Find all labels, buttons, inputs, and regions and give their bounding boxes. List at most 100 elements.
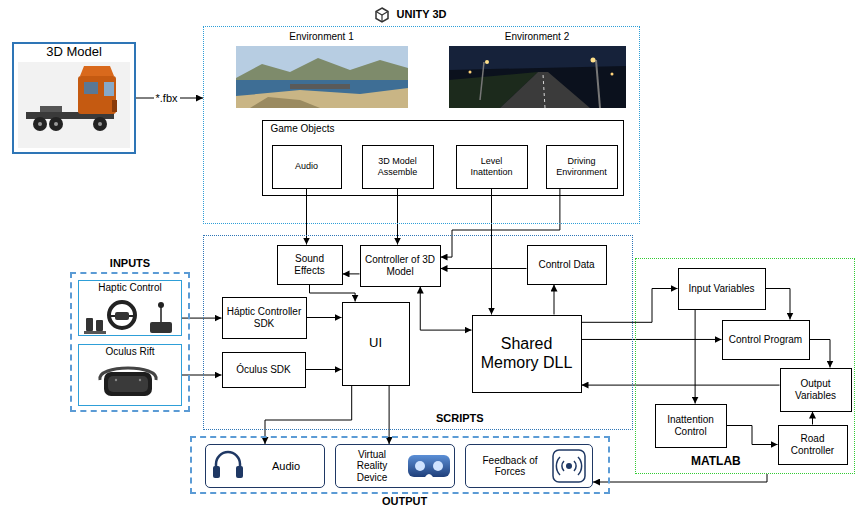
box-label: Oculus Rift	[79, 346, 181, 358]
output-device-box: Feedback of Forces	[465, 444, 593, 488]
vr-goggles-icon	[415, 461, 425, 471]
image-panel: Environment 2	[445, 30, 630, 112]
box-label: Inattention Control	[659, 414, 723, 437]
output-device-box: Virtual Reality Device	[335, 444, 455, 488]
box-label: Shared Memory DLL	[476, 335, 578, 372]
truck-model-image	[33, 117, 47, 131]
process-box: Audio	[272, 145, 342, 189]
connector-arrow	[593, 474, 767, 482]
vr-goggles-icon	[425, 474, 433, 477]
process-box: Sound Effects	[277, 245, 343, 285]
force-feedback-icon	[566, 463, 572, 469]
box-label: Sound Effects	[281, 253, 339, 276]
haptic-wheel-image	[158, 302, 164, 308]
haptic-wheel-image	[150, 322, 172, 333]
connector-arrow	[397, 189, 398, 245]
process-box: Control Program	[722, 320, 810, 360]
process-box: 3D Model Assemble	[362, 145, 434, 189]
haptic-wheel-image	[96, 320, 103, 331]
environment-1-image	[236, 46, 408, 108]
environment-1-image	[290, 84, 350, 89]
truck-model-image	[54, 122, 58, 126]
haptic-wheel-image	[115, 312, 129, 320]
haptic-wheel-image	[84, 302, 172, 334]
environment-2-image	[485, 60, 489, 64]
process-box: Inattention Control	[655, 404, 727, 448]
connector-arrow	[582, 339, 722, 340]
truck-model-image	[98, 122, 102, 126]
connector-arrow	[812, 412, 813, 425]
group-region: Game ObjectsAudio 3D Model Assemble Level …	[262, 120, 624, 196]
image-panel: Haptic Control	[78, 280, 182, 336]
image-panel: Oculus Rift	[78, 344, 182, 406]
oculus-headset-image	[104, 372, 152, 396]
connector-arrow	[307, 317, 342, 318]
process-box: Óculus SDK	[222, 352, 306, 388]
process-box: UI	[342, 302, 410, 386]
box-label: Virtual Reality Device	[342, 449, 402, 484]
force-feedback-icon	[553, 450, 585, 482]
process-box: Output Variables	[780, 368, 852, 412]
box-label: Output Variables	[784, 378, 848, 401]
connector-arrow	[491, 189, 492, 315]
unity-logo	[376, 8, 388, 22]
region-heading: Game Objects	[271, 123, 335, 135]
edge-label: *.fbx	[153, 92, 179, 104]
connector-arrow	[582, 289, 678, 323]
connector-arrow	[554, 285, 555, 315]
environment-2-image	[449, 46, 626, 108]
environment-1-image	[236, 88, 408, 108]
group-region: MATLAB Input VariablesControl ProgramOutp…	[635, 258, 855, 474]
haptic-wheel-image	[109, 315, 115, 317]
headphones-icon	[213, 452, 243, 478]
environment-1-image	[250, 97, 320, 108]
box-label: Audio	[295, 161, 318, 171]
box-label: Environment 1	[232, 31, 412, 43]
environment-2-image	[449, 46, 626, 108]
connector-arrow	[695, 310, 696, 404]
box-label: Control Program	[729, 334, 802, 346]
truck-model-image	[40, 106, 62, 112]
haptic-wheel-image	[129, 315, 135, 317]
truck-model-image	[112, 100, 117, 112]
environment-2-image	[596, 60, 600, 108]
box-label: Driving Environment	[550, 156, 614, 177]
force-feedback-icon	[553, 450, 585, 482]
region-heading: MATLAB	[691, 455, 741, 469]
image-panel: 3D Model	[12, 42, 136, 154]
oculus-headset-image	[115, 379, 117, 381]
connector-arrow	[306, 189, 307, 245]
connector-arrow	[182, 318, 222, 319]
box-label: Háptic Controller SDK	[226, 306, 303, 329]
box-label: UI	[369, 336, 382, 351]
haptic-wheel-image	[160, 307, 162, 322]
box-label: Control Data	[538, 259, 594, 271]
connector-arrow	[182, 375, 222, 376]
force-feedback-icon	[556, 457, 560, 475]
unity-logo	[376, 8, 388, 22]
connector-arrow	[343, 273, 360, 274]
truck-model-image	[84, 82, 98, 94]
connector-arrow	[582, 385, 780, 386]
truck-model-image	[80, 66, 114, 76]
box-label: 3D Model Assemble	[366, 156, 430, 177]
box-label: Level Inattention	[460, 156, 524, 177]
connector-arrow	[766, 289, 791, 320]
force-feedback-icon	[574, 461, 576, 471]
process-box: Road Controller	[778, 425, 848, 465]
region-heading: UNITY 3D	[204, 8, 639, 21]
box-label: Input Variables	[689, 283, 755, 295]
region-heading: INPUTS	[72, 257, 188, 270]
vr-goggles-icon	[408, 455, 450, 477]
region-heading: OUTPUT	[382, 495, 427, 508]
process-box: Input Variables	[678, 268, 766, 310]
truck-model-image	[49, 117, 63, 131]
process-box: Shared Memory DLL	[472, 315, 582, 393]
environment-1-image	[236, 46, 408, 108]
truck-model-image	[93, 117, 107, 131]
environment-2-image	[611, 73, 614, 76]
process-box: Controller of 3D Model	[360, 245, 441, 287]
box-label: Road Controller	[782, 433, 844, 456]
environment-2-image	[469, 71, 472, 74]
